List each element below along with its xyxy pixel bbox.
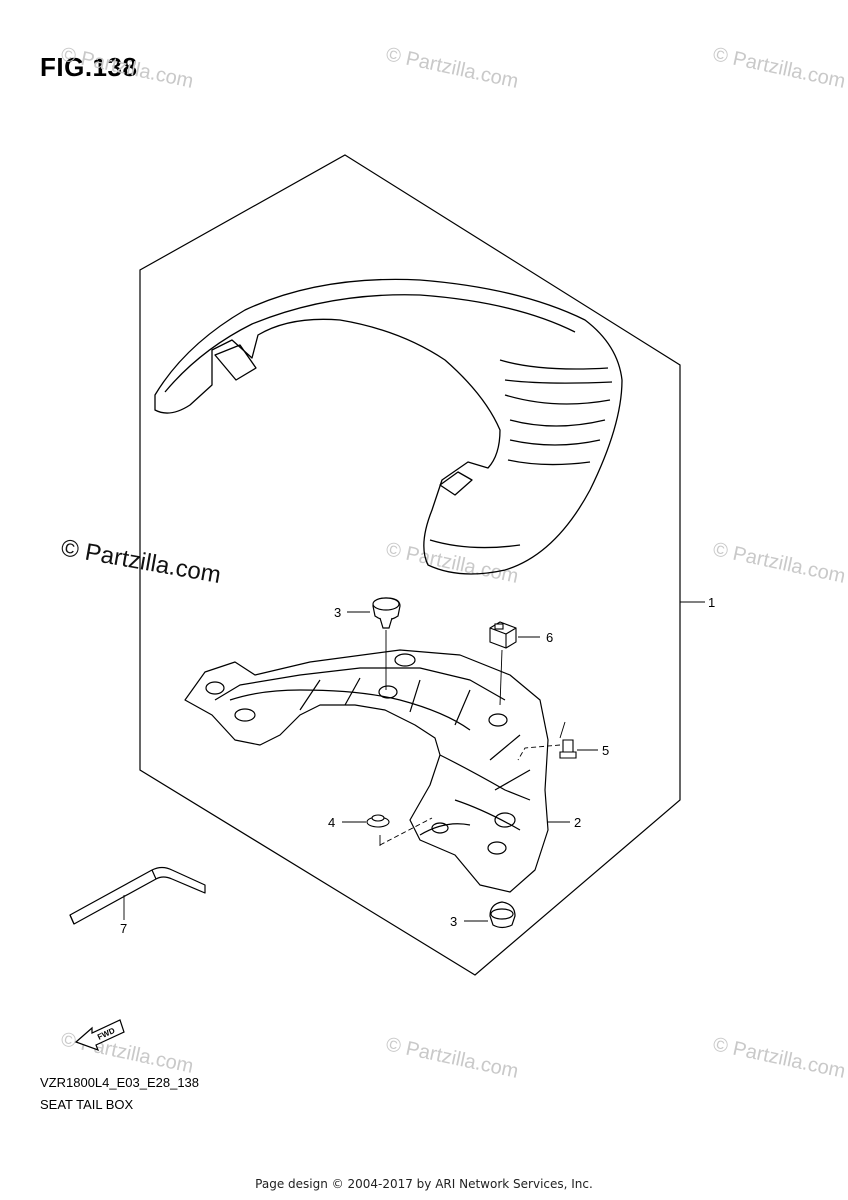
washer [366,814,390,828]
watermark: © Partzilla.com [59,1028,195,1078]
callout-6: 6 [546,630,553,645]
callout-3-lower: 3 [450,914,457,929]
watermark: © Partzilla.com [384,538,520,588]
watermark: © Partzilla.com [384,43,520,93]
callout-labels: 1 2 3 3 4 5 6 7 [120,595,715,936]
callout-4: 4 [328,815,335,830]
bolt [559,739,577,759]
watermark: © Partzilla.com [711,1033,847,1083]
page-footer: Page design © 2004-2017 by ARI Network S… [255,1177,593,1191]
callout-3-upper: 3 [334,605,341,620]
leader-4-dash [379,817,433,846]
watermark: © Partzilla.com [711,538,847,588]
leader-5-tick [559,721,566,739]
watermark: © Partzilla.com [711,43,847,93]
watermark: © Partzilla.com [384,1033,520,1083]
clip-nut [489,621,517,649]
callout-1: 1 [708,595,715,610]
watermark: © Partzilla.com [59,43,195,93]
callout-7: 7 [120,921,127,936]
callout-5: 5 [602,743,609,758]
grommet-upper [372,597,401,629]
diagram-name: SEAT TAIL BOX [40,1097,134,1112]
leader-5-dash [517,744,561,761]
watermark-dark: © Partzilla.com [59,534,223,589]
seat-tail-cowl [154,278,623,575]
hex-wrench [69,866,206,925]
diagram-code: VZR1800L4_E03_E28_138 [40,1075,200,1090]
callout-leaders [123,601,705,922]
assembly-boundary [139,154,681,976]
callout-2: 2 [574,815,581,830]
leader-6-down [499,649,503,706]
seat-base-plate [184,649,549,893]
fwd-arrow-icon: FWD [74,1019,125,1052]
figure-title: FIG.138 [40,52,138,82]
grommet-lower [489,901,516,929]
